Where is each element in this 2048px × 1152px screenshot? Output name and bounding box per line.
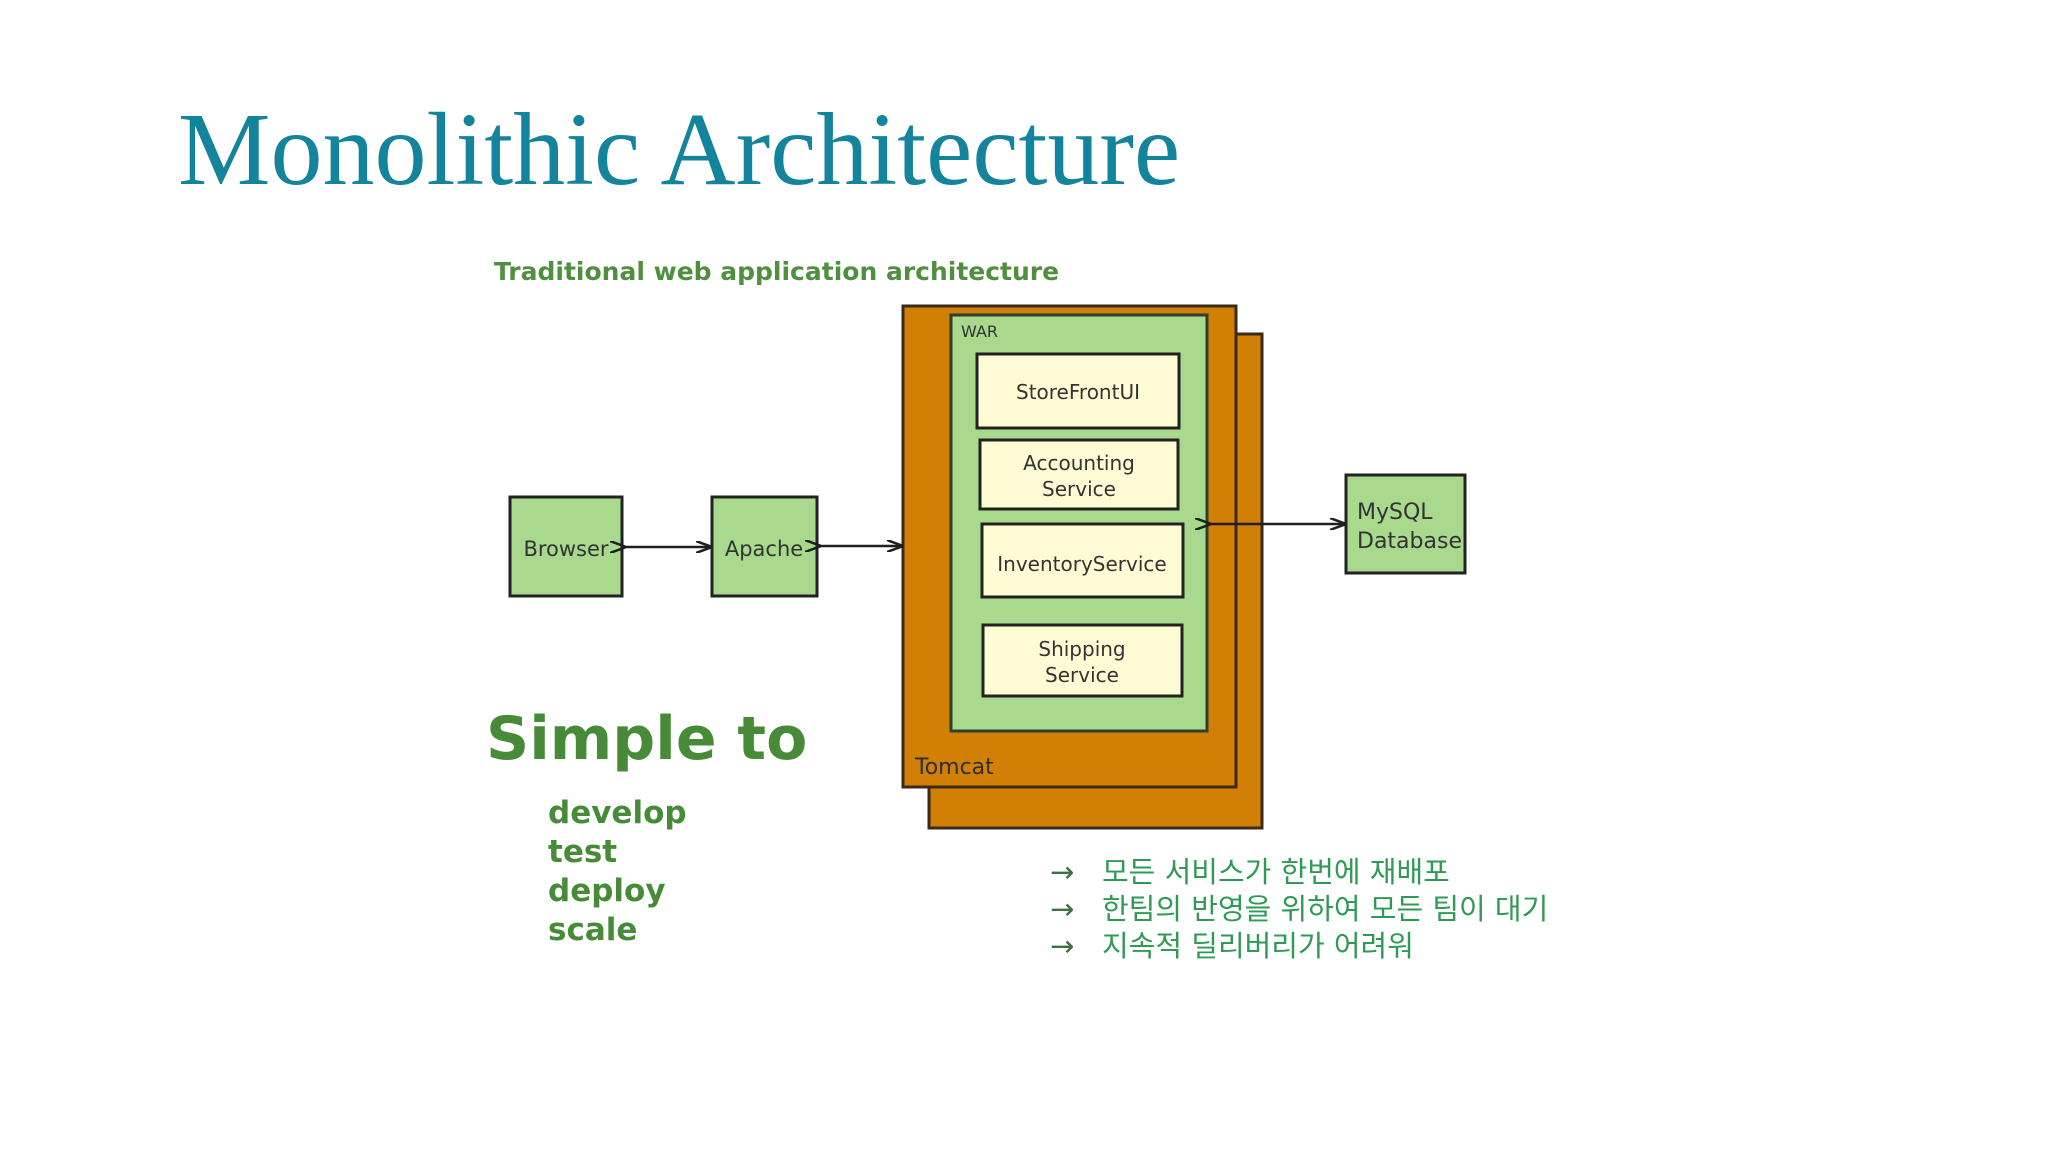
- inventory-service-box: [980, 522, 1185, 599]
- simple-to-item-scale: scale: [548, 912, 637, 948]
- diagram-subtitle: Traditional web application architecture: [494, 257, 1059, 286]
- note-text: 지속적 딜리버리가 어려워: [1102, 929, 1414, 963]
- note-text: 한팀의 반영을 위하여 모든 팀이 대기: [1102, 892, 1549, 926]
- simple-to-item-develop: develop: [548, 795, 687, 831]
- browser-label: Browser: [523, 537, 608, 561]
- right-arrow-icon: →: [1050, 855, 1075, 889]
- note-text: 모든 서비스가 한번에 재배포: [1102, 855, 1450, 889]
- war-label: WAR: [961, 322, 998, 341]
- accounting-service-box: [978, 438, 1180, 511]
- browser-box: [508, 495, 624, 598]
- simple-to-item-deploy: deploy: [548, 873, 666, 909]
- simple-to-item-test: test: [548, 834, 617, 870]
- mysql-label-line2: Database: [1357, 529, 1462, 554]
- mysql-database-box: [1344, 473, 1467, 575]
- shipping-service-box: [981, 623, 1184, 698]
- inventory-label: InventoryService: [997, 552, 1166, 576]
- note-item: → 지속적 딜리버리가 어려워: [1050, 928, 1610, 965]
- note-item: → 한팀의 반영을 위하여 모든 팀이 대기: [1050, 891, 1610, 928]
- shipping-label-line2: Service: [1045, 663, 1119, 687]
- accounting-label-line1: Accounting: [1023, 451, 1135, 475]
- tomcat-label: Tomcat: [914, 755, 994, 780]
- simple-to-heading: Simple to: [486, 704, 807, 774]
- right-arrow-icon: →: [1050, 892, 1075, 926]
- accounting-label-line2: Service: [1042, 477, 1116, 501]
- storefront-service-box: [975, 352, 1181, 430]
- mysql-label-line1: MySQL: [1357, 500, 1433, 525]
- apache-box: [710, 495, 819, 598]
- shipping-label-line1: Shipping: [1038, 637, 1125, 661]
- storefront-label: StoreFrontUI: [1016, 380, 1140, 404]
- apache-label: Apache: [725, 537, 803, 561]
- right-arrow-icon: →: [1050, 929, 1075, 963]
- note-item: → 모든 서비스가 한번에 재배포: [1050, 854, 1610, 891]
- notes-list: → 모든 서비스가 한번에 재배포 → 한팀의 반영을 위하여 모든 팀이 대기…: [1050, 854, 1610, 965]
- slide-title: Monolithic Architecture: [178, 92, 1181, 207]
